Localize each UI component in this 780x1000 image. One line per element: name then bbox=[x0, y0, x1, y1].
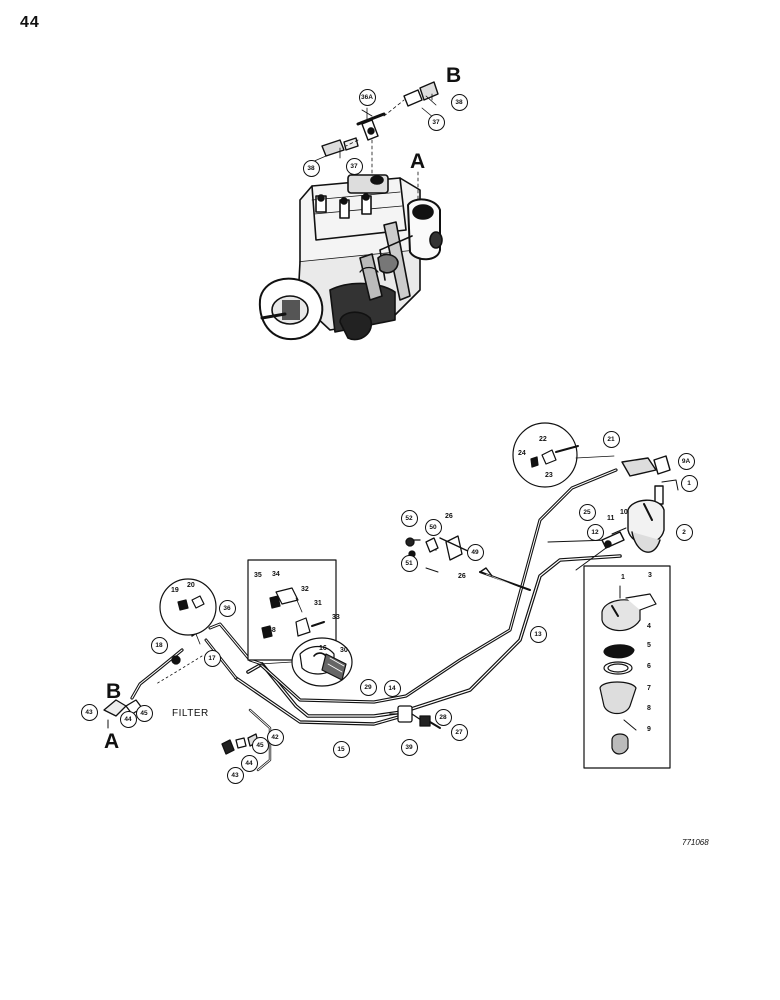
tag-24: 24 bbox=[518, 450, 526, 457]
callout-25: 25 bbox=[578, 503, 596, 521]
fuel-filter-assembly bbox=[601, 455, 679, 553]
callout-29: 29 bbox=[359, 678, 377, 696]
callout-38: 38 bbox=[450, 93, 468, 111]
callout-1: 1 bbox=[680, 474, 698, 492]
callout-43: 43 bbox=[226, 766, 244, 784]
callout-49: 49 bbox=[466, 543, 484, 561]
callout-36a: 36A bbox=[358, 88, 376, 106]
callout-45: 45 bbox=[135, 704, 153, 722]
callout-45: 45 bbox=[251, 736, 269, 754]
tag-34: 34 bbox=[272, 571, 280, 578]
tag-33: 33 bbox=[332, 614, 340, 621]
callout-28: 28 bbox=[434, 708, 452, 726]
tag-26: 26 bbox=[445, 513, 453, 520]
connection-letter-a-top: A bbox=[410, 150, 426, 173]
callout-43: 43 bbox=[80, 703, 98, 721]
connection-letter-b-top: B bbox=[446, 64, 462, 87]
callout-27: 27 bbox=[450, 723, 468, 741]
inset-details bbox=[177, 445, 657, 755]
callout-9a: 9A bbox=[677, 452, 695, 470]
tag-11: 11 bbox=[607, 515, 615, 522]
tag-22: 22 bbox=[539, 436, 547, 443]
callout-37: 37 bbox=[345, 157, 363, 175]
callout-44: 44 bbox=[119, 710, 137, 728]
connection-letter-a-left: A bbox=[104, 730, 120, 753]
tag-20: 20 bbox=[187, 582, 195, 589]
filter-label: FILTER bbox=[172, 708, 209, 719]
callout-51: 51 bbox=[400, 554, 418, 572]
callout-12: 12 bbox=[586, 523, 604, 541]
page-number: 44 bbox=[20, 14, 40, 31]
callout-15: 15 bbox=[332, 740, 350, 758]
tag-19: 19 bbox=[171, 587, 179, 594]
tag-1: 1 bbox=[621, 574, 625, 581]
tag-26: 26 bbox=[458, 573, 466, 580]
callout-38: 38 bbox=[302, 159, 320, 177]
tag-31: 31 bbox=[314, 600, 322, 607]
tag-32: 32 bbox=[301, 586, 309, 593]
callout-13: 13 bbox=[529, 625, 547, 643]
tag-5: 5 bbox=[647, 642, 651, 649]
callout-18: 18 bbox=[150, 636, 168, 654]
tag-16: 16 bbox=[319, 645, 327, 652]
tag-7: 7 bbox=[647, 685, 651, 692]
tag-9: 9 bbox=[647, 726, 651, 733]
top-fittings bbox=[311, 81, 439, 201]
injection-pump-illustration bbox=[258, 174, 443, 341]
callout-37: 37 bbox=[427, 113, 445, 131]
tag-48: 48 bbox=[268, 627, 276, 634]
callout-17: 17 bbox=[203, 649, 221, 667]
callout-2: 2 bbox=[675, 523, 693, 541]
callout-21: 21 bbox=[602, 430, 620, 448]
connection-letter-b-left: B bbox=[106, 680, 122, 703]
figure-code: 771068 bbox=[682, 838, 709, 847]
tag-10: 10 bbox=[620, 509, 628, 516]
callout-36: 36 bbox=[218, 599, 236, 617]
tag-6: 6 bbox=[647, 663, 651, 670]
tag-30: 30 bbox=[340, 647, 348, 654]
callout-42: 42 bbox=[266, 728, 284, 746]
callout-44: 44 bbox=[240, 754, 258, 772]
callout-50: 50 bbox=[424, 518, 442, 536]
tag-8: 8 bbox=[647, 705, 651, 712]
callout-52: 52 bbox=[400, 509, 418, 527]
tag-23: 23 bbox=[545, 472, 553, 479]
tag-4: 4 bbox=[647, 623, 651, 630]
callout-39: 39 bbox=[400, 738, 418, 756]
tag-35: 35 bbox=[254, 572, 262, 579]
tag-3: 3 bbox=[648, 572, 652, 579]
callout-14: 14 bbox=[383, 679, 401, 697]
